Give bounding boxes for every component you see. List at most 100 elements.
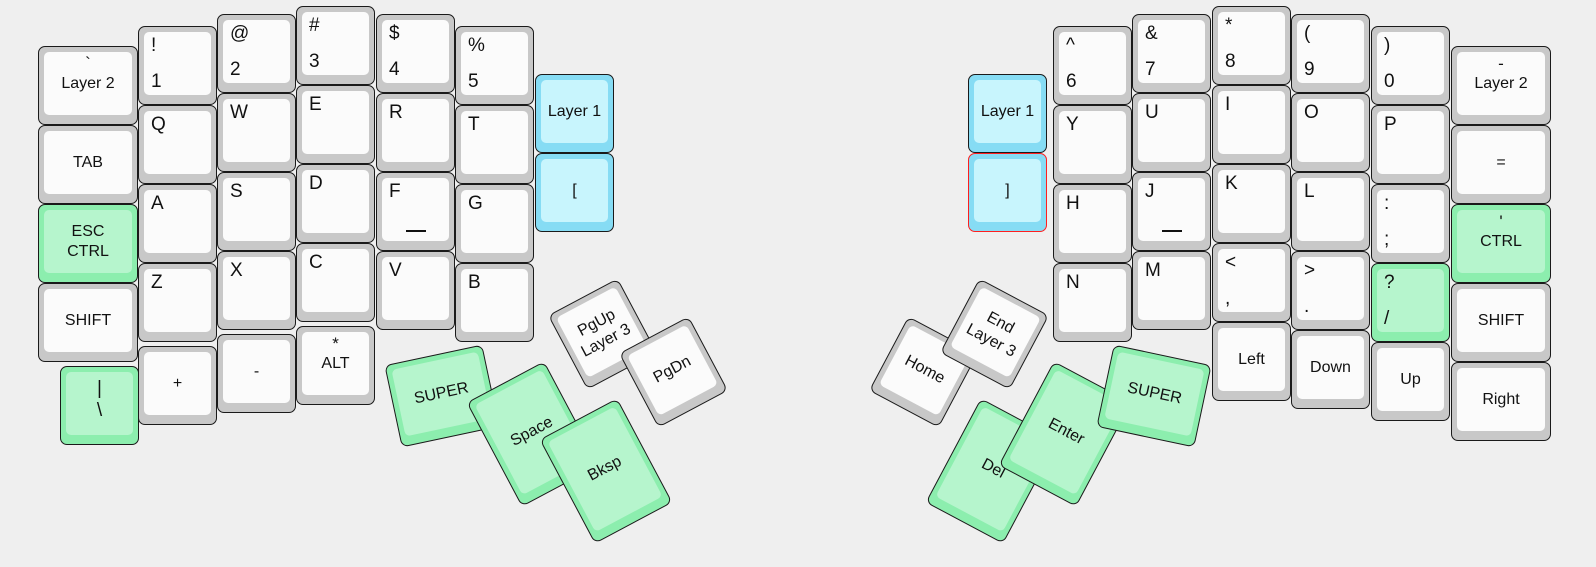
key-2[interactable]: @2 bbox=[217, 14, 296, 93]
key-f[interactable]: F bbox=[376, 172, 455, 251]
key-j[interactable]: J bbox=[1132, 172, 1211, 251]
key-s[interactable]: S bbox=[217, 172, 296, 251]
key-m[interactable]: M bbox=[1132, 251, 1211, 330]
key-pipe-backslash-legend: | \ bbox=[96, 378, 103, 421]
key-d[interactable]: D bbox=[296, 164, 375, 243]
key-esc-ctrl-legend: ESC CTRL bbox=[67, 222, 109, 260]
key-r-legend-shifted: R bbox=[389, 102, 403, 123]
key-y-cap: Y bbox=[1059, 111, 1126, 174]
key-7-cap: &7 bbox=[1138, 20, 1205, 83]
key-alt-cap: *ALT bbox=[302, 332, 369, 395]
key-down[interactable]: Down bbox=[1291, 330, 1370, 409]
key-w[interactable]: W bbox=[217, 93, 296, 172]
key-layer2-grave[interactable]: `Layer 2 bbox=[38, 46, 138, 125]
key-up[interactable]: Up bbox=[1371, 342, 1450, 421]
key-9-cap: (9 bbox=[1297, 20, 1364, 83]
key-p[interactable]: P bbox=[1371, 105, 1450, 184]
key-5[interactable]: %5 bbox=[455, 26, 534, 105]
key-left-legend: Left bbox=[1238, 350, 1265, 368]
key-plus[interactable]: + bbox=[138, 346, 217, 425]
key-layer2-minus-cap: -Layer 2 bbox=[1457, 52, 1545, 115]
key-9-legend-shifted: ( bbox=[1304, 23, 1311, 44]
key-a[interactable]: A bbox=[138, 184, 217, 263]
key-alt[interactable]: *ALT bbox=[296, 326, 375, 405]
key-slash[interactable]: ?/ bbox=[1371, 263, 1450, 342]
key-esc-ctrl[interactable]: ESC CTRL bbox=[38, 204, 138, 283]
key-l-cap: L bbox=[1297, 178, 1364, 241]
key-q-legend-shifted: Q bbox=[151, 114, 166, 135]
key-layer1-left[interactable]: Layer 1 bbox=[535, 74, 614, 153]
key-d-legend-shifted: D bbox=[309, 173, 323, 194]
key-g[interactable]: G bbox=[455, 184, 534, 263]
key-period[interactable]: >. bbox=[1291, 251, 1370, 330]
key-minus[interactable]: - bbox=[217, 334, 296, 413]
key-7[interactable]: &7 bbox=[1132, 14, 1211, 93]
key-comma[interactable]: <, bbox=[1212, 243, 1291, 322]
key-6[interactable]: ^6 bbox=[1053, 26, 1132, 105]
key-quote-ctrl[interactable]: 'CTRL bbox=[1451, 204, 1551, 283]
key-bracket-right[interactable]: ] bbox=[968, 153, 1047, 232]
key-0-legend-shifted: ) bbox=[1384, 35, 1391, 56]
key-4-legend: 4 bbox=[389, 58, 400, 80]
key-layer1-right-cap: Layer 1 bbox=[974, 80, 1041, 143]
key-0[interactable]: )0 bbox=[1371, 26, 1450, 105]
key-z-legend-shifted: Z bbox=[151, 272, 163, 293]
key-semicolon-cap: :; bbox=[1377, 190, 1444, 253]
key-j-cap: J bbox=[1138, 178, 1205, 241]
key-m-legend-shifted: M bbox=[1145, 260, 1161, 281]
key-r-cap: R bbox=[382, 99, 449, 162]
key-8[interactable]: *8 bbox=[1212, 6, 1291, 85]
key-x[interactable]: X bbox=[217, 251, 296, 330]
key-4[interactable]: $4 bbox=[376, 14, 455, 93]
key-left[interactable]: Left bbox=[1212, 322, 1291, 401]
key-e-legend-shifted: E bbox=[309, 94, 322, 115]
key-bracket-left[interactable]: [ bbox=[535, 153, 614, 232]
key-9[interactable]: (9 bbox=[1291, 14, 1370, 93]
key-t[interactable]: T bbox=[455, 105, 534, 184]
key-h-cap: H bbox=[1059, 190, 1126, 253]
key-1[interactable]: !1 bbox=[138, 26, 217, 105]
key-8-legend-shifted: * bbox=[1225, 15, 1233, 36]
key-shift-right[interactable]: SHIFT bbox=[1451, 283, 1551, 362]
key-b[interactable]: B bbox=[455, 263, 534, 342]
key-pipe-backslash[interactable]: | \ bbox=[60, 366, 139, 445]
key-o-legend-shifted: O bbox=[1304, 102, 1319, 123]
key-period-legend-shifted: > bbox=[1304, 260, 1316, 281]
key-r[interactable]: R bbox=[376, 93, 455, 172]
key-bracket-right-cap: ] bbox=[974, 159, 1041, 222]
key-tab-cap: TAB bbox=[44, 131, 132, 194]
key-v[interactable]: V bbox=[376, 251, 455, 330]
key-bracket-left-cap: [ bbox=[541, 159, 608, 222]
key-esc-ctrl-cap: ESC CTRL bbox=[44, 210, 132, 273]
key-3[interactable]: #3 bbox=[296, 6, 375, 85]
key-q[interactable]: Q bbox=[138, 105, 217, 184]
key-h[interactable]: H bbox=[1053, 184, 1132, 263]
key-u[interactable]: U bbox=[1132, 93, 1211, 172]
key-tab-legend: TAB bbox=[73, 153, 103, 171]
key-equal[interactable]: = bbox=[1451, 125, 1551, 204]
key-o[interactable]: O bbox=[1291, 93, 1370, 172]
key-tab[interactable]: TAB bbox=[38, 125, 138, 204]
key-z[interactable]: Z bbox=[138, 263, 217, 342]
key-f-legend-shifted: F bbox=[389, 181, 401, 202]
key-2-cap: @2 bbox=[223, 20, 290, 83]
key-y[interactable]: Y bbox=[1053, 105, 1132, 184]
key-k[interactable]: K bbox=[1212, 164, 1291, 243]
key-8-legend: 8 bbox=[1225, 50, 1236, 72]
key-alt-legend-shifted: * bbox=[332, 334, 339, 353]
key-3-legend: 3 bbox=[309, 50, 320, 72]
key-9-legend: 9 bbox=[1304, 58, 1315, 80]
key-n[interactable]: N bbox=[1053, 263, 1132, 342]
key-u-legend-shifted: U bbox=[1145, 102, 1159, 123]
key-l[interactable]: L bbox=[1291, 172, 1370, 251]
key-semicolon[interactable]: :; bbox=[1371, 184, 1450, 263]
key-layer2-minus[interactable]: -Layer 2 bbox=[1451, 46, 1551, 125]
key-s-legend-shifted: S bbox=[230, 181, 243, 202]
key-i[interactable]: I bbox=[1212, 85, 1291, 164]
key-shift[interactable]: SHIFT bbox=[38, 283, 138, 362]
key-layer1-right[interactable]: Layer 1 bbox=[968, 74, 1047, 153]
key-c[interactable]: C bbox=[296, 243, 375, 322]
key-right[interactable]: Right bbox=[1451, 362, 1551, 441]
key-e[interactable]: E bbox=[296, 85, 375, 164]
key-q-cap: Q bbox=[144, 111, 211, 174]
